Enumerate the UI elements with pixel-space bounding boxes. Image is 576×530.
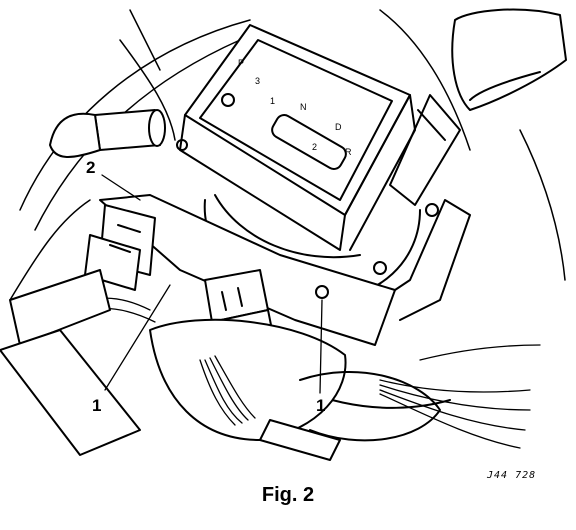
selector-panel-marks: P N D 2 1 R 3 bbox=[238, 58, 352, 157]
bushing-part bbox=[49, 109, 166, 158]
svg-text:3: 3 bbox=[255, 76, 260, 86]
svg-text:P: P bbox=[238, 58, 244, 68]
steering-column-shroud bbox=[389, 8, 567, 206]
callout-label-2: 2 bbox=[86, 158, 96, 177]
svg-text:D: D bbox=[335, 122, 342, 132]
svg-text:2: 2 bbox=[312, 142, 317, 152]
selector-housing bbox=[176, 24, 416, 275]
svg-text:R: R bbox=[345, 147, 352, 157]
callout-leaders bbox=[101, 174, 323, 394]
left-tube bbox=[0, 269, 141, 456]
callout-label-1-left: 1 bbox=[92, 396, 102, 415]
callout-label-1-right: 1 bbox=[316, 396, 326, 415]
figure-reference-code: J44 728 bbox=[487, 470, 537, 481]
svg-text:N: N bbox=[300, 102, 307, 112]
lower-housing bbox=[149, 318, 441, 461]
svg-text:1: 1 bbox=[270, 96, 275, 106]
figure-caption: Fig. 2 bbox=[261, 484, 315, 506]
background-contours bbox=[9, 9, 566, 301]
